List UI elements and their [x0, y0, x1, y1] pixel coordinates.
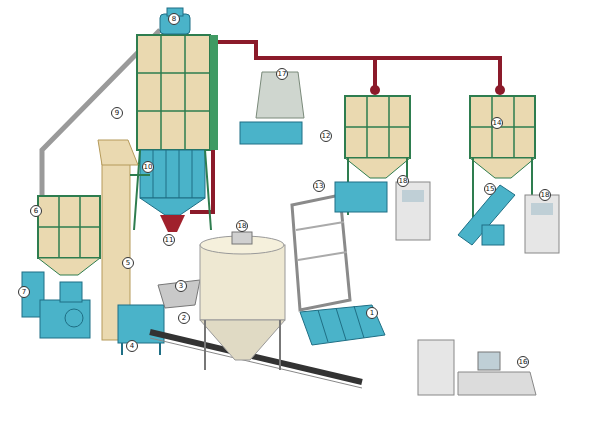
- silo: [458, 96, 559, 253]
- callout-number: 16: [517, 356, 530, 368]
- callout-number: 18: [397, 175, 410, 187]
- callout-number: 1: [366, 307, 378, 319]
- mould-station: [292, 195, 385, 345]
- pipe-valve: [495, 85, 505, 95]
- callout-number: 9: [111, 107, 123, 119]
- silo: [335, 96, 430, 240]
- control-desk: [418, 340, 536, 395]
- callout-number: 15: [484, 183, 497, 195]
- tank: [200, 232, 285, 370]
- mill: [22, 272, 90, 338]
- cooling-tower: [240, 72, 304, 144]
- callout-number: 18: [539, 189, 552, 201]
- left-silo: [38, 196, 100, 275]
- callout-number: 4: [126, 340, 138, 352]
- callout-number: 18: [236, 220, 249, 232]
- callout-number: 6: [30, 205, 42, 217]
- callout-number: 5: [122, 257, 134, 269]
- pipe-valve: [370, 85, 380, 95]
- callout-number: 3: [175, 280, 187, 292]
- callout-number: 14: [491, 117, 504, 129]
- tall-silo: [134, 8, 218, 232]
- callout-number: 17: [276, 68, 289, 80]
- red-pipe: [190, 42, 500, 212]
- callout-number: 2: [178, 312, 190, 324]
- callout-number: 7: [18, 286, 30, 298]
- callout-number: 11: [163, 234, 176, 246]
- callout-number: 12: [320, 130, 333, 142]
- callout-number: 8: [168, 13, 180, 25]
- callout-number: 13: [313, 180, 326, 192]
- callout-number: 10: [142, 161, 155, 173]
